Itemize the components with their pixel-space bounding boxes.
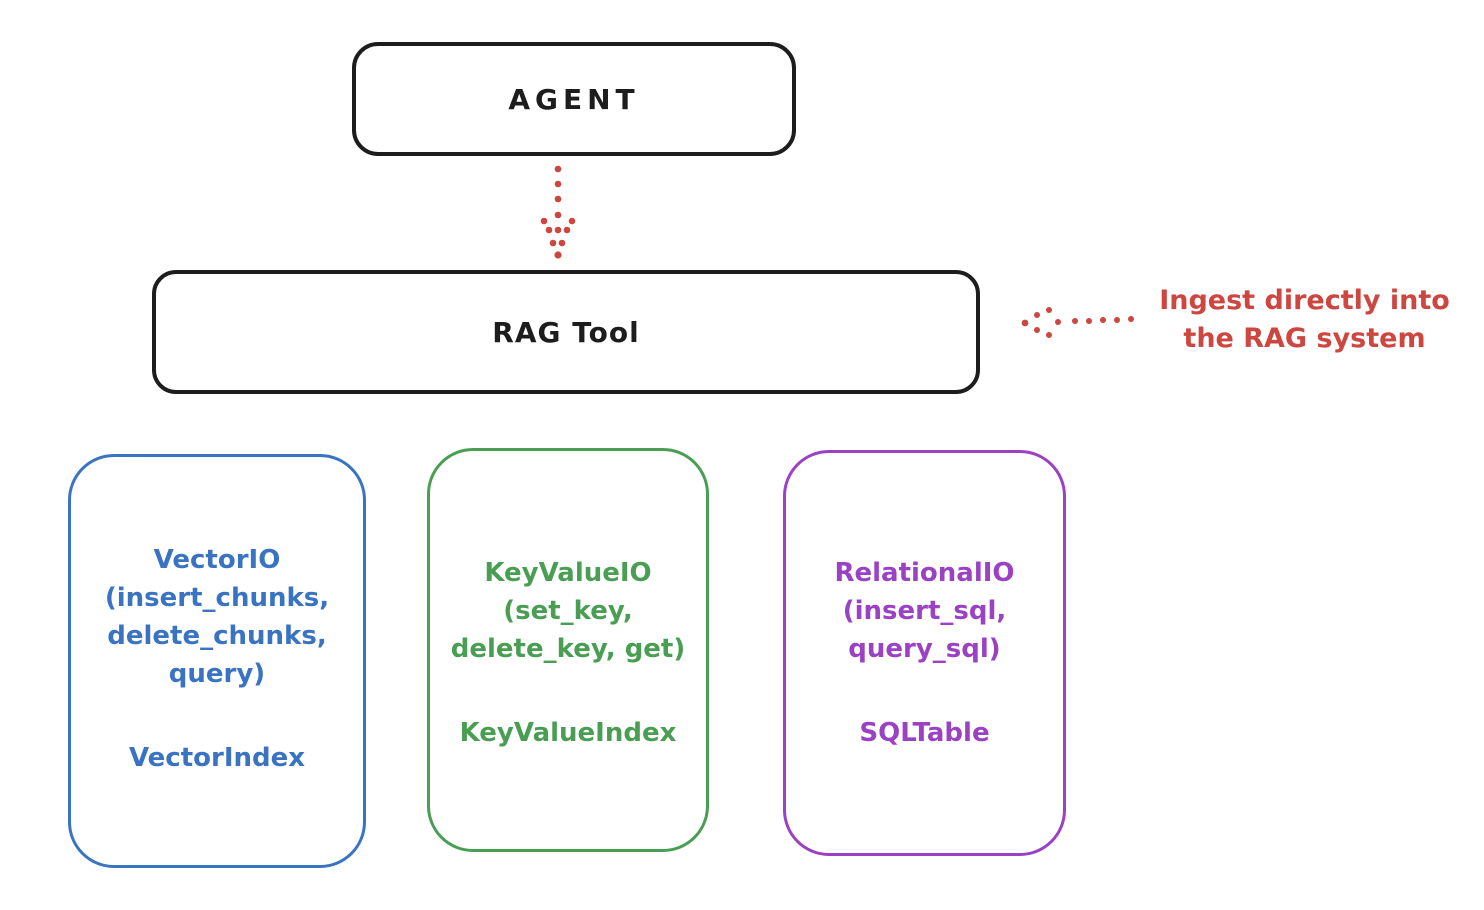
node-text-line: query) bbox=[168, 659, 266, 689]
node-text-line: (set_key, bbox=[503, 596, 633, 626]
node-text-line: RelationalIO bbox=[834, 558, 1015, 588]
vector-index-label: VectorIndex bbox=[128, 743, 306, 773]
ingest-annotation: Ingest directly into the RAG system bbox=[1132, 282, 1477, 358]
dotted-arrow-down-icon bbox=[540, 165, 576, 259]
node-text-line: VectorIO bbox=[153, 545, 281, 575]
node-text-line: KeyValueIO bbox=[484, 558, 652, 588]
ingest-annotation-line: the RAG system bbox=[1183, 323, 1426, 354]
node-text-line: query_sql) bbox=[848, 634, 1001, 664]
agent-node: AGENT bbox=[352, 42, 796, 156]
annotation-arrow bbox=[1012, 300, 1142, 354]
node-text-line: delete_key, get) bbox=[450, 634, 686, 664]
rag-tool-node: RAG Tool bbox=[152, 270, 980, 394]
agent-label: AGENT bbox=[508, 82, 640, 116]
vector-io-description: VectorIO (insert_chunks, delete_chunks, … bbox=[71, 541, 363, 693]
node-text-line: (insert_chunks, bbox=[104, 583, 330, 613]
key-value-io-node: KeyValueIO (set_key, delete_key, get) Ke… bbox=[427, 448, 709, 852]
key-value-io-description: KeyValueIO (set_key, delete_key, get) bbox=[430, 554, 706, 668]
relational-io-node: RelationalIO (insert_sql, query_sql) SQL… bbox=[783, 450, 1066, 856]
sql-table-label: SQLTable bbox=[859, 718, 990, 748]
dotted-arrow-left-icon bbox=[1021, 307, 1134, 338]
vector-io-node: VectorIO (insert_chunks, delete_chunks, … bbox=[68, 454, 366, 868]
key-value-index-label: KeyValueIndex bbox=[459, 718, 677, 748]
node-text-line: (insert_sql, bbox=[842, 596, 1007, 626]
node-text-line: delete_chunks, bbox=[107, 621, 327, 651]
agent-to-rag-arrow bbox=[528, 162, 588, 271]
relational-io-description: RelationalIO (insert_sql, query_sql) bbox=[786, 554, 1063, 668]
rag-tool-label: RAG Tool bbox=[492, 315, 640, 349]
ingest-annotation-line: Ingest directly into bbox=[1159, 285, 1450, 316]
